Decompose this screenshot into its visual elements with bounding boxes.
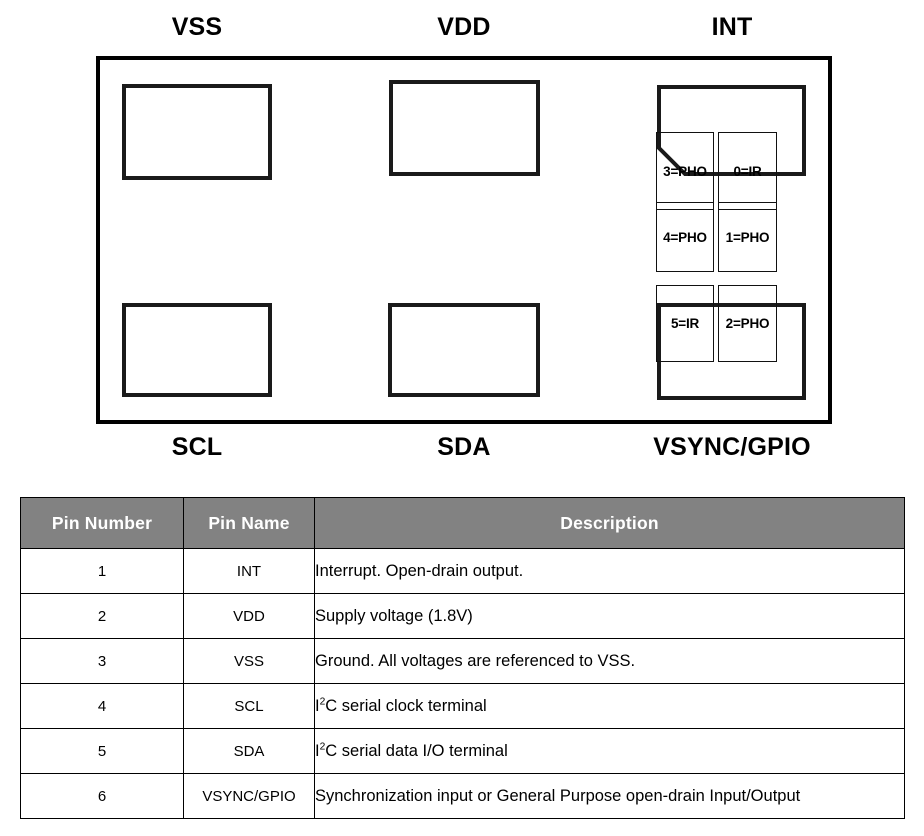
pad-vdd [389,80,540,176]
sensor-cell-0-ir: 0=IR [718,132,777,210]
cell-pin-name: VSS [183,638,315,684]
cell-description: Ground. All voltages are referenced to V… [314,638,905,684]
cell-pin-number: 1 [20,548,184,594]
pin-label-sda: SDA [437,433,491,461]
pin-label-scl: SCL [171,433,223,461]
sensor-cell-label: 2=PHO [725,316,770,331]
pad-vss [122,84,272,180]
table-header-row: Pin Number Pin Name Description [20,497,905,549]
description-text: Synchronization input or General Purpose… [315,786,801,805]
pad-sda [388,303,540,397]
description-text: C serial clock terminal [325,696,487,715]
cell-pin-name: INT [183,548,315,594]
description-prefix: I [315,696,320,715]
sensor-cell-label: 5=IR [670,316,700,331]
sensor-cell-5-ir: 5=IR [656,285,714,362]
description-superscript: 2 [319,696,326,707]
sensor-cell-label: 4=PHO [663,229,707,245]
cell-description: I2C serial data I/O terminal [314,728,905,774]
description-text: C serial data I/O terminal [325,741,508,760]
description-text: Supply voltage (1.8V) [315,606,473,625]
pad-vsync-gpio [657,303,806,400]
sensor-cell-2-pho: 2=PHO [718,285,777,362]
cell-description: Synchronization input or General Purpose… [314,773,905,819]
sensor-cell-3-pho: 3=PHO [656,132,714,210]
column-header-description: Description [314,497,905,549]
description-prefix: I [315,741,320,760]
column-header-pin-number: Pin Number [20,497,184,549]
pin-label-int: INT [711,13,753,41]
sensor-cell-1-pho: 1=PHO [718,202,777,272]
pin-label-vdd: VDD [437,13,491,41]
pin-label-vss: VSS [171,13,223,41]
description-text: Ground. All voltages are referenced to V… [315,651,636,670]
cell-pin-number: 3 [20,638,184,684]
cell-pin-name: VSYNC/GPIO [183,773,315,819]
cell-pin-number: 4 [20,683,184,729]
description-text: Interrupt. Open-drain output. [315,561,524,580]
pad-scl [122,303,272,397]
cell-pin-number: 2 [20,593,184,639]
package-pinout-diagram: VSS VDD INT 3=PHO 0=IR 4=PHO 1=PHO 5=IR 2=PHO S… [96,13,832,461]
cell-pin-name: SCL [183,683,315,729]
pad-int [657,85,806,176]
cell-pin-number: 6 [20,773,184,819]
cell-pin-name: VDD [183,593,315,639]
cell-pin-name: SDA [183,728,315,774]
sensor-cell-4-pho: 4=PHO [656,202,714,272]
sensor-cell-label: 3=PHO [663,163,707,179]
sensor-cell-label: 1=PHO [725,229,770,245]
description-superscript: 2 [319,741,326,752]
cell-description: I2C serial clock terminal [314,683,905,729]
cell-pin-number: 5 [20,728,184,774]
cell-description: Interrupt. Open-drain output. [314,548,905,594]
table-header: Pin Number Pin Name Description [20,497,905,549]
pin-label-vsync-gpio: VSYNC/GPIO [653,433,811,461]
sensor-cell-label: 0=IR [733,163,762,179]
cell-description: Supply voltage (1.8V) [314,593,905,639]
column-header-pin-name: Pin Name [183,497,315,549]
